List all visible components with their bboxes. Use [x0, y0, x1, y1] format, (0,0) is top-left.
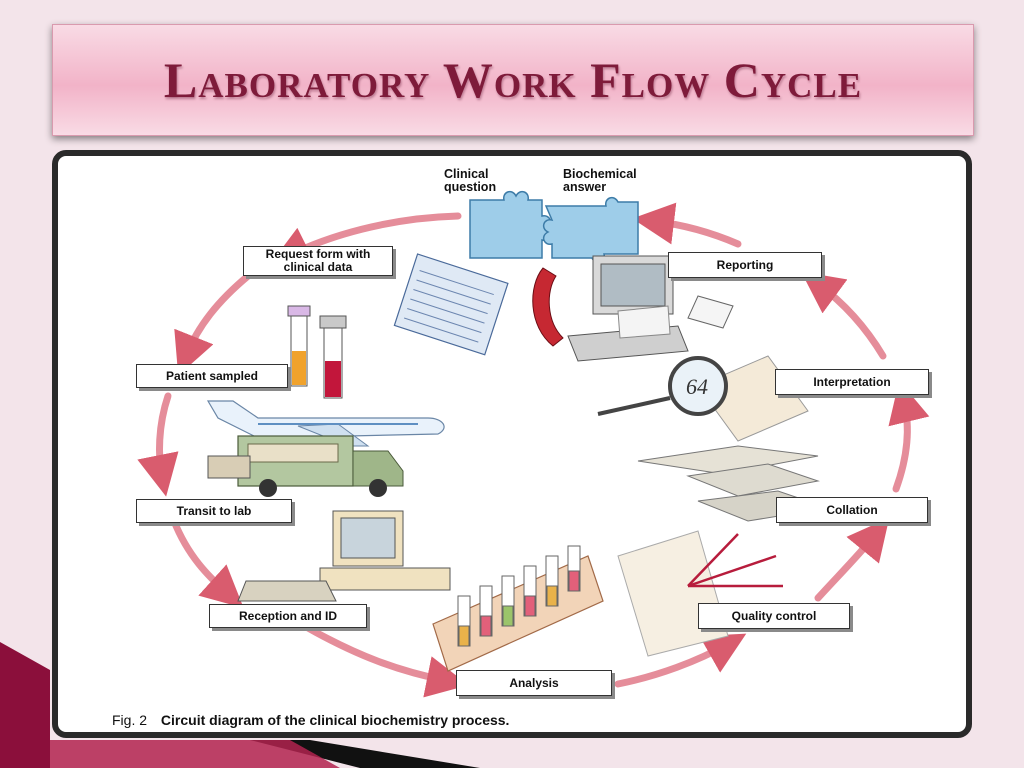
tube-cap-red [319, 315, 347, 329]
puzzle-icon [469, 190, 639, 264]
stage-analysis: Analysis [456, 670, 612, 696]
arrow-patient-to-transit [137, 392, 179, 497]
van-cab [352, 450, 404, 487]
puzzle-piece-right [542, 196, 639, 264]
graph-paper-icon [617, 530, 783, 657]
workflow-diagram: 64 [137, 190, 930, 698]
airplane-body [206, 400, 445, 439]
stage-reporting: Reporting [668, 252, 822, 278]
magnifier-lens [668, 356, 728, 416]
document-icon [393, 253, 509, 356]
caption-text: Circuit diagram of the clinical biochemi… [160, 712, 510, 728]
arrow-analysis-to-quality [614, 633, 747, 688]
van-icon [207, 435, 404, 497]
magnifier-value: 64 [686, 374, 708, 399]
magnifier-handle [597, 396, 671, 416]
stage-collation: Collation [776, 497, 928, 523]
biochemical-answer-label: Biochemical answer [563, 167, 637, 194]
van-wheel-rear [259, 479, 277, 497]
envelope [687, 295, 734, 329]
puzzle-piece-left [469, 190, 552, 259]
computer-icon [237, 510, 451, 602]
computer-base [319, 567, 451, 591]
stage-transit-to-lab: Transit to lab [136, 499, 292, 523]
caption-prefix: Fig. 2 [112, 712, 148, 728]
arrow-collation-to-interpretation [888, 380, 930, 493]
stage-interpretation: Interpretation [775, 369, 929, 395]
arrow-quality-to-collation [814, 517, 890, 602]
bottom-stripe-decoration [250, 740, 480, 768]
arrow-interpretation-to-reporting [801, 271, 887, 360]
test-tubes-icon [287, 305, 347, 399]
stage-patient-sampled: Patient sampled [136, 364, 288, 388]
van-wheel-front [369, 479, 387, 497]
slide-title: Laboratory Work Flow Cycle [163, 52, 863, 108]
paper-sheet-middle [686, 463, 820, 497]
figure-frame: 64 Clinical question Biochemical answer … [52, 150, 972, 738]
phone-handset [532, 267, 564, 347]
rack-tubes [457, 545, 581, 647]
arrow-request-to-patient [174, 272, 252, 376]
figure-caption: Fig. 2 Circuit diagram of the clinical b… [112, 712, 509, 728]
tube-red-fill [325, 361, 341, 397]
tube-rack-icon [432, 545, 604, 672]
title-banner: Laboratory Work Flow Cycle [52, 24, 974, 136]
corner-triangle-decoration [0, 642, 50, 768]
request-document [393, 253, 509, 356]
printout-paper [617, 305, 671, 339]
arrow-transit-to-reception [170, 517, 244, 609]
stage-request-form: Request form with clinical data [243, 246, 393, 276]
qc-chart-paper [617, 530, 729, 657]
sample-box [207, 455, 251, 479]
tube-yellow-fill [292, 351, 306, 385]
stage-reception-and-id: Reception and ID [209, 604, 367, 628]
telephone-icon [532, 267, 564, 347]
arrow-reception-to-analysis [304, 624, 469, 698]
computer-icon-reporting [567, 255, 734, 362]
clinical-question-label: Clinical question [444, 167, 497, 194]
bottom-stripe-shade [50, 740, 340, 768]
stage-quality-control: Quality control [698, 603, 850, 629]
computer-keyboard [237, 580, 337, 602]
tube-cap-yellow [287, 305, 311, 317]
paper-sheet-top [637, 445, 819, 475]
arrow-reporting-to-answer [632, 202, 742, 248]
